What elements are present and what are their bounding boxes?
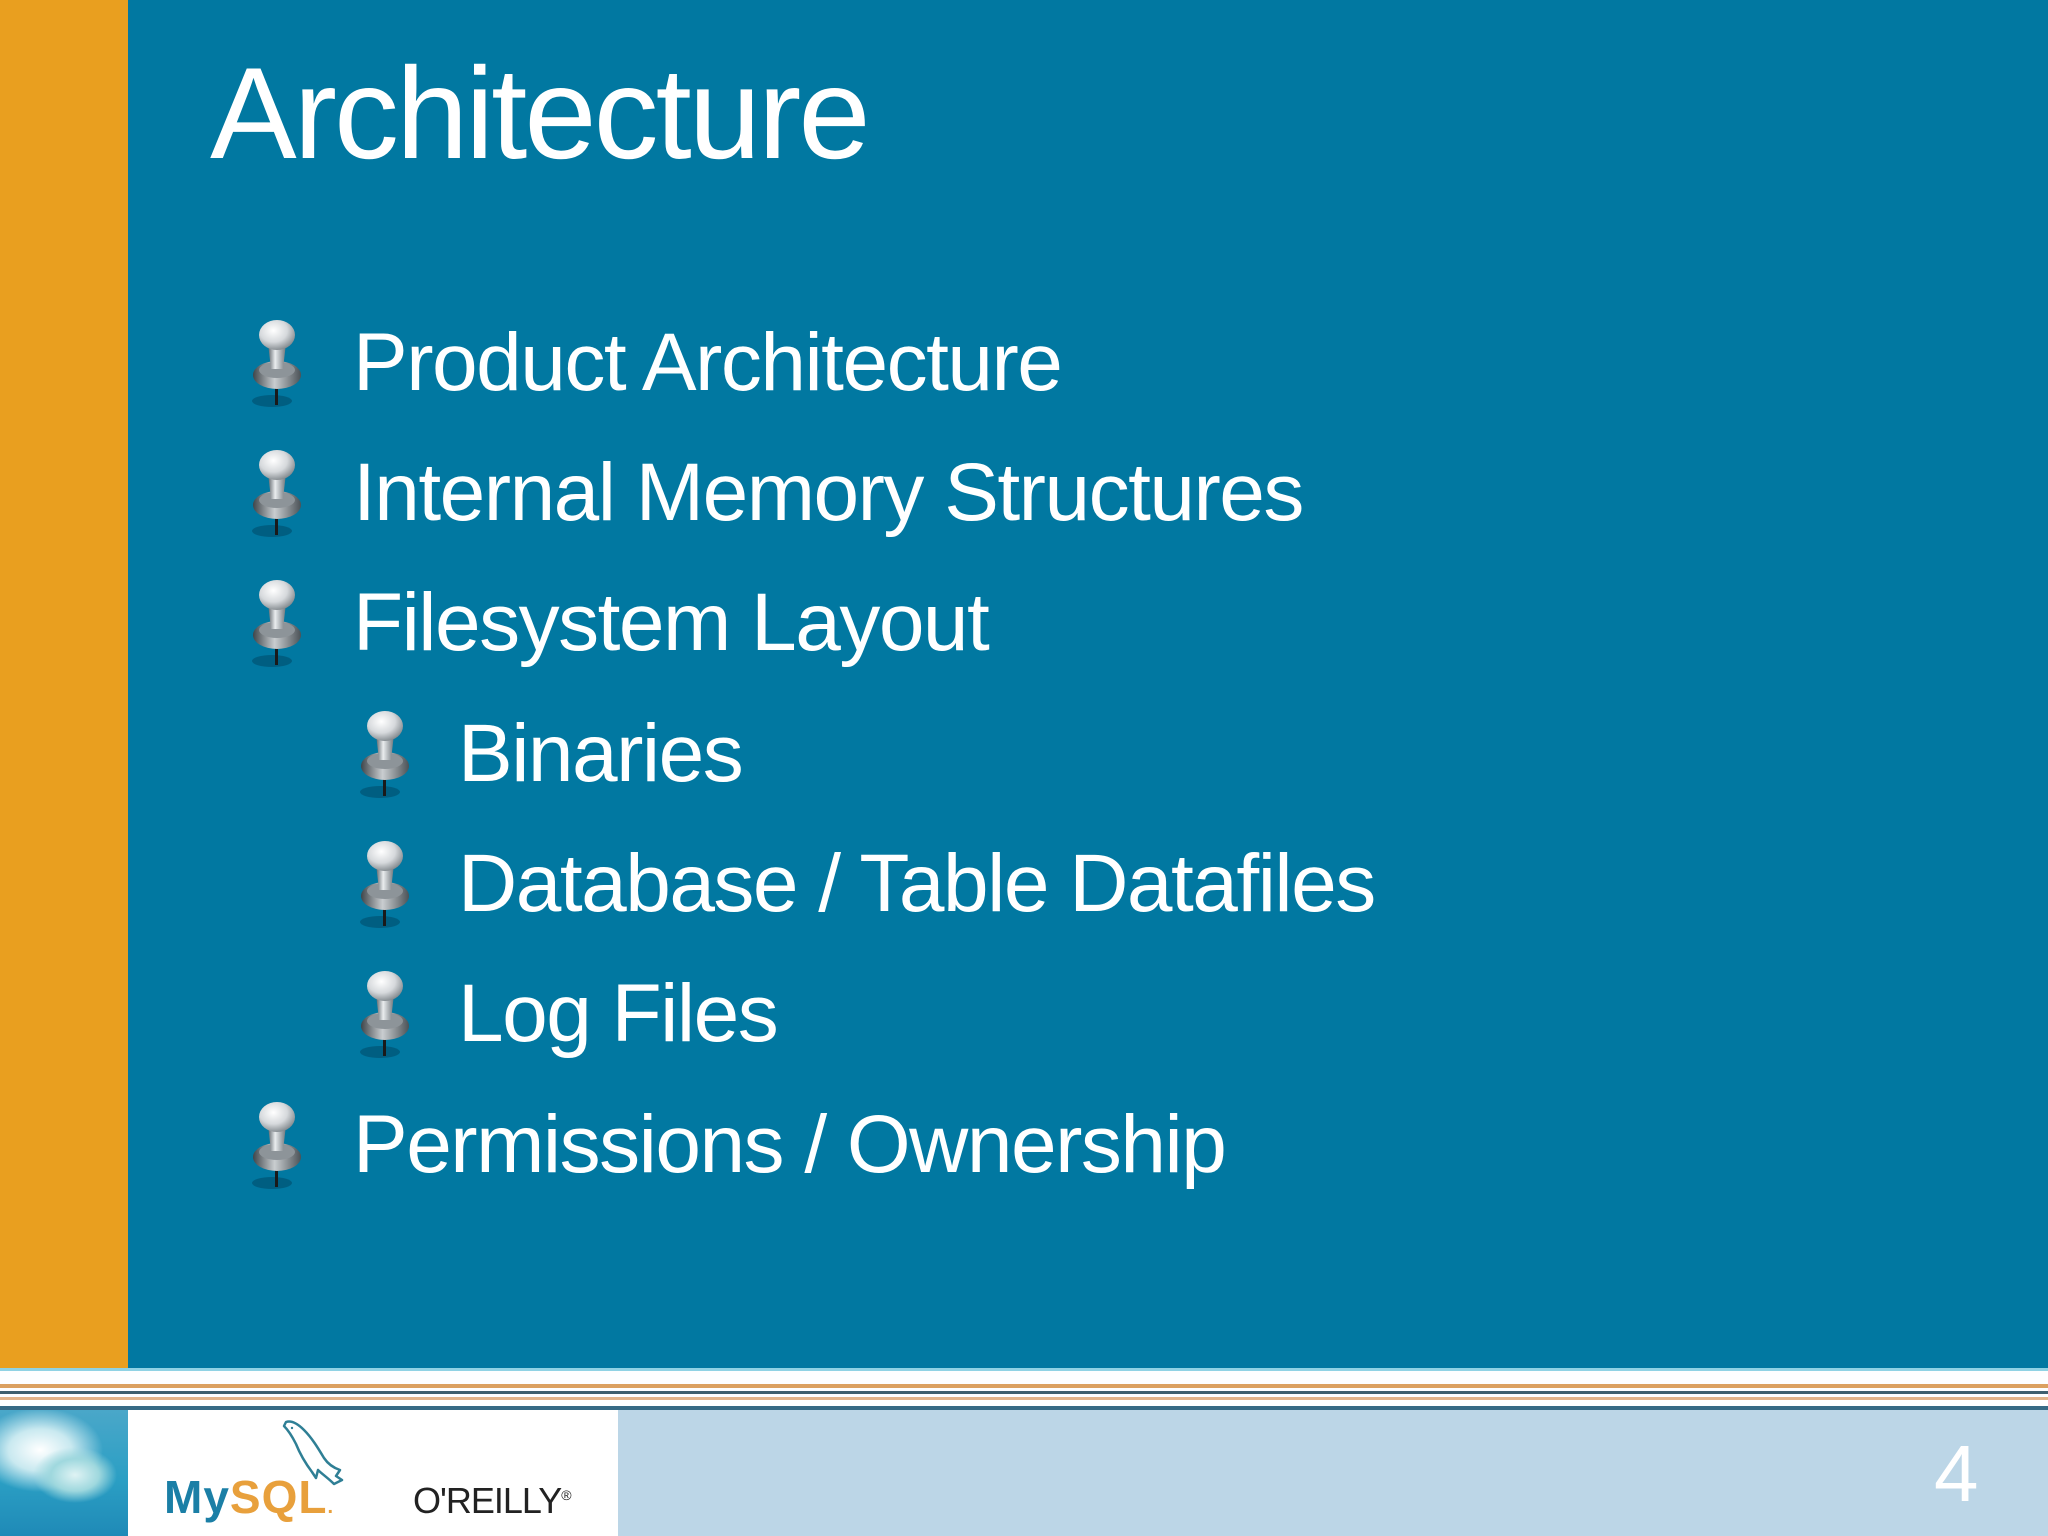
bullet-text: Filesystem Layout: [353, 577, 990, 668]
mysql-logo: MySQL.: [164, 1471, 335, 1523]
bullet-text: Internal Memory Structures: [353, 447, 1304, 538]
bullet-item: Product Architecture: [246, 298, 1063, 428]
pushpin-icon: [354, 706, 416, 802]
bullet-text: Log Files: [458, 968, 779, 1059]
wave-image: [0, 1410, 128, 1536]
footer-orange-line: [0, 1397, 2048, 1400]
footer-divider: [0, 1406, 2048, 1410]
mysql-dolphin-icon: [282, 1420, 344, 1486]
pushpin-icon: [354, 966, 416, 1062]
pushpin-icon: [354, 836, 416, 932]
oreilly-logo: O'REILLY®: [413, 1480, 572, 1521]
accent-sidebar-strip: [0, 0, 128, 1368]
footer-dark-line: [0, 1391, 2048, 1394]
bullet-item: Internal Memory Structures: [246, 428, 1304, 558]
slide-title: Architecture: [210, 40, 871, 186]
bullet-text: Product Architecture: [353, 317, 1063, 408]
pushpin-icon: [246, 575, 308, 671]
page-number: 4: [1934, 1429, 1979, 1518]
slide-content-area: [128, 0, 2048, 1368]
sub-bullet-item: Binaries: [354, 689, 744, 819]
pushpin-icon: [246, 1097, 308, 1193]
sub-bullet-item: Log Files: [354, 949, 779, 1079]
sub-bullet-item: Database / Table Datafiles: [354, 819, 1376, 949]
bullet-text: Binaries: [458, 708, 744, 799]
footer-stripe-band: [0, 1368, 2048, 1410]
logo-panel: MySQL. O'REILLY®: [128, 1410, 618, 1536]
footer-orange-line: [0, 1384, 2048, 1388]
bullet-item: Permissions / Ownership: [246, 1080, 1227, 1210]
bullet-item: Filesystem Layout: [246, 558, 990, 688]
bullet-text: Database / Table Datafiles: [458, 838, 1376, 929]
bullet-text: Permissions / Ownership: [353, 1099, 1227, 1190]
pushpin-icon: [246, 315, 308, 411]
pushpin-icon: [246, 445, 308, 541]
